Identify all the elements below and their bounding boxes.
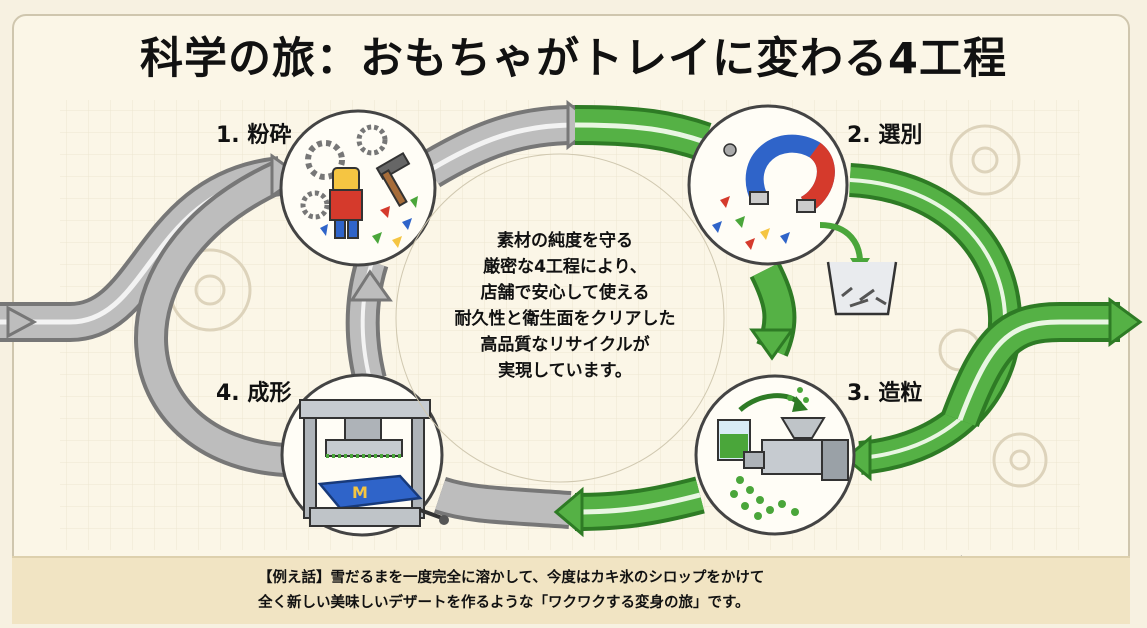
center-text-line: 素材の純度を守る [497,231,633,251]
example-bar [12,556,1130,624]
center-text-line: 耐久性と衛生面をクリアした [454,309,676,329]
step-1-label: 1. 粉砕 [216,123,292,148]
pellet-extruder-illustration-icon [694,374,856,536]
step-2-label: 2. 選別 [847,123,923,148]
svg-text:M: M [352,483,368,502]
center-text-line: 実現しています。 [498,361,632,381]
center-guide-circle [395,153,725,483]
press-molding-illustration-icon: M [280,373,449,537]
center-text-line: 店舗で安心して使える [480,283,650,303]
step-3-label: 3. 造粒 [847,381,923,406]
page-title: 科学の旅：おもちゃがトレイに変わる4工程 [140,34,1007,84]
step-4-label: 4. 成形 [216,381,292,406]
center-text-line: 厳密な4工程により、 [483,257,647,277]
green-arrowheads [553,297,1143,538]
example-line-1: 【例え話】雪だるまを一度完全に溶かして、今度はカキ氷のシロップをかけて [258,570,765,586]
center-text-line: 高品質なリサイクルが [480,335,650,355]
magnet-sorting-illustration-icon [687,104,898,316]
example-line-2: 全く新しい美味しいデザートを作るような「ワクワクする変身の旅」です。 [258,595,750,611]
crushing-illustration-icon [279,109,437,267]
green-flow-arrows [574,105,1120,531]
example-text: 【例え話】雪だるまを一度完全に溶かして、今度はカキ氷のシロップをかけて 全く新し… [258,566,918,616]
center-description: 素材の純度を守る 厳密な4工程により、 店舗で安心して使える 耐久性と衛生面をク… [440,228,690,384]
